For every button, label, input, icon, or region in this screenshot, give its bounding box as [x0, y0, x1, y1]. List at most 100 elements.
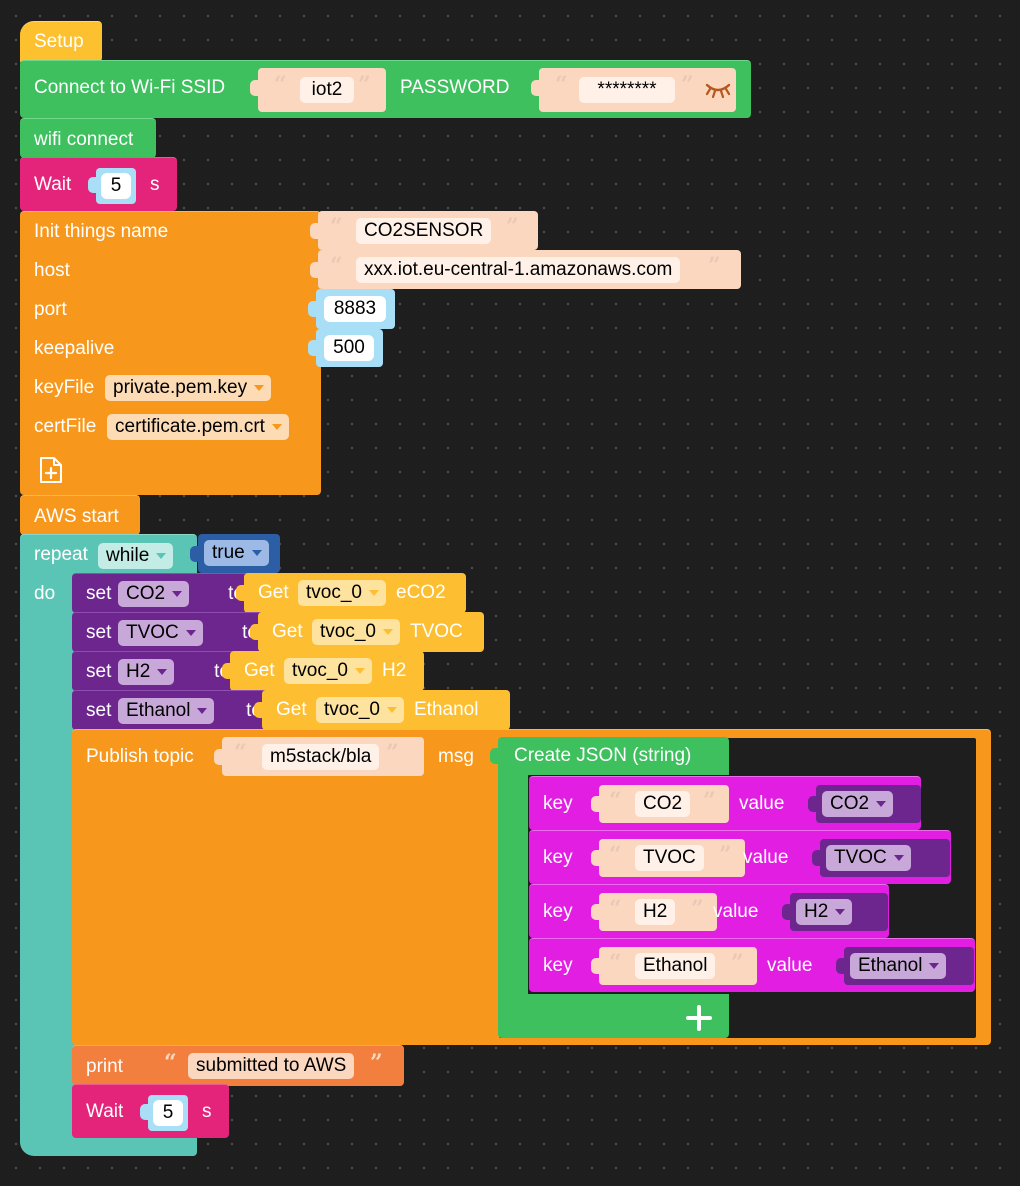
print-string-block[interactable]: “ submitted to AWS ”: [154, 1046, 404, 1086]
wait-seconds-input[interactable]: 5: [101, 173, 131, 199]
sensor-value: tvoc_0: [292, 660, 348, 681]
condition-value: true: [212, 542, 245, 563]
things-name-input[interactable]: CO2SENSOR: [356, 218, 492, 244]
value-variable-dropdown[interactable]: CO2: [822, 791, 894, 817]
json-connector: [490, 748, 498, 764]
variable-dropdown[interactable]: H2: [118, 659, 175, 685]
reading-label: Ethanol: [414, 699, 479, 720]
variable-dropdown[interactable]: TVOC: [118, 620, 203, 646]
print-block[interactable]: print “ submitted to AWS ”: [72, 1045, 404, 1086]
close-quote-icon: ”: [386, 740, 399, 766]
topic-input[interactable]: m5stack/bla: [262, 744, 380, 770]
sensor-dropdown[interactable]: tvoc_0: [316, 697, 404, 723]
wait-connector: [88, 177, 96, 193]
wait-number-block[interactable]: 5: [148, 1095, 188, 1131]
value-variable: Ethanol: [858, 955, 923, 976]
key-input[interactable]: Ethanol: [635, 953, 716, 979]
key-input[interactable]: TVOC: [635, 845, 704, 871]
init-host-label: host: [34, 260, 70, 281]
set-variable-block[interactable]: setEthanolto: [72, 690, 274, 730]
key-string-block[interactable]: “TVOC”: [599, 839, 745, 877]
password-string-block[interactable]: “ ******** ”: [539, 68, 736, 112]
value-variable-block[interactable]: H2: [790, 893, 888, 931]
repeat-label: repeat: [34, 544, 88, 565]
init-things-block[interactable]: Init things name host port keepalive key…: [20, 211, 321, 495]
password-input[interactable]: ********: [579, 77, 675, 103]
value-connector: [782, 904, 790, 920]
print-text-input[interactable]: submitted to AWS: [188, 1053, 355, 1079]
keepalive-number-block[interactable]: 500: [316, 329, 383, 367]
wait-number-block[interactable]: 5: [96, 168, 136, 204]
keepalive-input[interactable]: 500: [324, 335, 374, 361]
set-variable-block[interactable]: setCO2to: [72, 573, 256, 613]
key-input[interactable]: CO2: [635, 791, 691, 817]
key-input[interactable]: H2: [635, 899, 676, 925]
wait-block[interactable]: Wait 5 s: [20, 157, 177, 211]
set-variable-block[interactable]: setTVOCto: [72, 612, 270, 652]
sensor-dropdown[interactable]: tvoc_0: [284, 658, 372, 684]
key-string-block[interactable]: “Ethanol”: [599, 947, 757, 985]
variable-dropdown[interactable]: CO2: [118, 581, 190, 607]
variable-value: TVOC: [126, 622, 179, 643]
wifi-connect-ssid-block[interactable]: Connect to Wi-Fi SSID “ iot2 ” PASSWORD …: [20, 60, 751, 118]
value-variable-dropdown[interactable]: TVOC: [826, 845, 911, 871]
key-label: key: [543, 955, 573, 976]
plus-icon[interactable]: [684, 1003, 714, 1033]
things-name-string-block[interactable]: “ CO2SENSOR ”: [318, 211, 538, 250]
file-plus-icon[interactable]: [38, 455, 66, 487]
init-certfile-label: certFile: [34, 416, 97, 437]
triangle-down-icon: [876, 801, 887, 807]
value-variable-block[interactable]: TVOC: [820, 839, 950, 877]
value-variable-dropdown[interactable]: Ethanol: [850, 953, 947, 979]
open-quote-icon: “: [330, 253, 343, 279]
host-string-block[interactable]: “ xxx.iot.eu-central-1.amazonaws.com ”: [318, 250, 741, 289]
variable-value: CO2: [126, 583, 166, 604]
certfile-dropdown[interactable]: certificate.pem.crt: [107, 414, 289, 440]
host-input[interactable]: xxx.iot.eu-central-1.amazonaws.com: [356, 257, 681, 283]
topic-string-block[interactable]: “ m5stack/bla ”: [222, 737, 424, 776]
init-keepalive-label: keepalive: [34, 338, 115, 359]
port-number-block[interactable]: 8883: [316, 289, 395, 329]
reading-label: H2: [382, 660, 407, 681]
wait-block-loop[interactable]: Wait 5 s: [72, 1084, 229, 1138]
wait-unit-label: s: [202, 1101, 212, 1122]
ssid-input[interactable]: iot2: [300, 77, 354, 103]
repeat-mode-dropdown[interactable]: while: [98, 543, 174, 569]
password-connector: [531, 80, 539, 96]
wifi-connect-block[interactable]: wifi connect: [20, 118, 156, 158]
value-variable-dropdown[interactable]: H2: [796, 899, 853, 925]
sensor-dropdown[interactable]: tvoc_0: [312, 619, 400, 645]
condition-dropdown[interactable]: true: [204, 540, 269, 566]
aws-start-block[interactable]: AWS start: [20, 495, 140, 535]
port-input[interactable]: 8883: [324, 296, 386, 322]
triangle-down-icon: [386, 707, 397, 713]
get-connector: [254, 702, 262, 718]
variable-dropdown[interactable]: Ethanol: [118, 698, 215, 724]
value-variable-block[interactable]: Ethanol: [844, 947, 974, 985]
open-quote-icon: “: [609, 950, 622, 976]
triangle-down-icon: [271, 424, 282, 430]
keyfile-dropdown[interactable]: private.pem.key: [105, 375, 272, 401]
key-connector: [591, 796, 599, 812]
wait-seconds-input[interactable]: 5: [153, 1100, 183, 1126]
sensor-dropdown[interactable]: tvoc_0: [298, 580, 386, 606]
value-connector: [836, 958, 844, 974]
condition-bool-block[interactable]: true: [198, 534, 280, 573]
closed-eye-icon[interactable]: [705, 82, 733, 100]
key-string-block[interactable]: “CO2”: [599, 785, 729, 823]
triangle-down-icon: [254, 385, 265, 391]
ssid-string-block[interactable]: “ iot2 ”: [258, 68, 386, 112]
print-connector: [144, 1058, 152, 1074]
setup-block[interactable]: Setup: [20, 21, 102, 62]
set-variable-block[interactable]: setH2to: [72, 651, 242, 691]
value-variable-block[interactable]: CO2: [816, 785, 921, 823]
key-string-block[interactable]: “H2”: [599, 893, 717, 931]
